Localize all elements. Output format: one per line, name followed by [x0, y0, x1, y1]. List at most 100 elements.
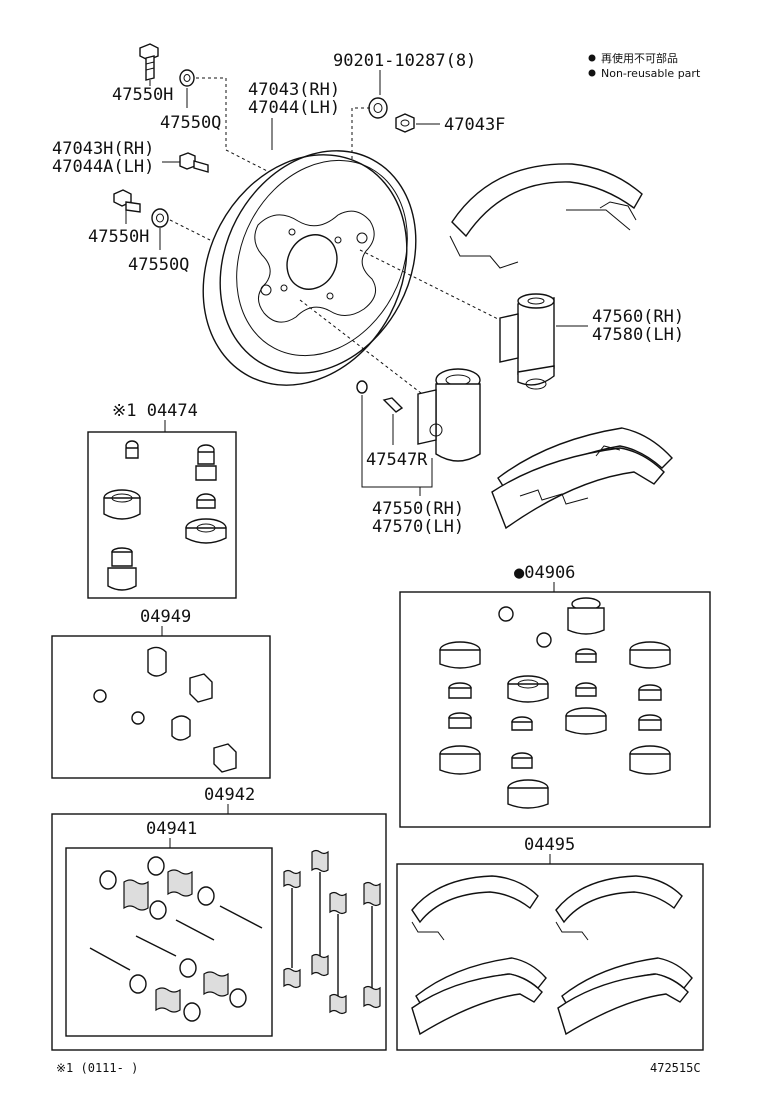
label-04942: 04942 [204, 785, 255, 805]
seal-small-icon [196, 493, 216, 509]
seal-icon [638, 714, 662, 731]
legend-bullet-icon [588, 69, 596, 77]
cup-icon [439, 641, 481, 669]
kit-04495-box [396, 863, 704, 1051]
boot-icon [567, 597, 605, 635]
boot-icon [171, 715, 191, 741]
label-47043h-rh: 47043H(RH) [52, 139, 154, 159]
spring-icon [167, 869, 193, 897]
cap-icon [498, 606, 514, 622]
washer-icon [147, 856, 165, 876]
cup-icon [507, 779, 549, 809]
seal-icon [448, 682, 472, 699]
spring-icon [311, 849, 329, 873]
spring-icon [311, 953, 329, 977]
pin-icon [89, 947, 131, 971]
spring-icon [203, 971, 229, 997]
brake-shoe-detail [411, 921, 445, 941]
legend-jp: 再使用不可部品 [601, 51, 678, 65]
brake-backing-plate [202, 150, 417, 386]
spring-icon [363, 985, 381, 1009]
seal-icon [575, 648, 597, 663]
washer-icon [129, 974, 147, 994]
brake-shoe-upper [449, 163, 643, 269]
bolt-47043h-icon [179, 152, 209, 173]
brake-shoe-icon [411, 973, 543, 1036]
washer-icon [179, 958, 197, 978]
pin-icon [175, 919, 215, 941]
label-47550h-bottom: 47550H [88, 227, 149, 247]
brake-shoe-detail [555, 921, 589, 941]
piston-icon [507, 675, 549, 703]
label-04474: ※1 04474 [112, 401, 198, 421]
spring-icon [123, 879, 149, 911]
boot-icon [147, 646, 167, 677]
label-04495: 04495 [524, 835, 575, 855]
label-04906: ●04906 [514, 563, 575, 583]
label-04949: 04949 [140, 607, 191, 627]
bracket-line [361, 395, 433, 488]
washer-icon [183, 1002, 201, 1022]
seal-icon [575, 682, 597, 697]
dashed-leader [169, 219, 211, 241]
kit-04495-shoes [411, 875, 693, 1036]
pin-icon [135, 935, 177, 957]
nut-47043f-icon [395, 113, 415, 133]
washer-47550q-bottom-icon [151, 208, 169, 228]
seal-icon [448, 712, 472, 729]
kit-04949-box [51, 635, 271, 779]
label-47550q-top: 47550Q [160, 113, 221, 133]
kit-04941-parts [89, 856, 263, 1022]
cup-icon [439, 745, 481, 775]
kit-04942-box [51, 813, 387, 1051]
kit-04906-box [399, 591, 711, 828]
dashed-leader [359, 249, 501, 321]
washer-90201-icon [368, 97, 388, 119]
bolt-47550h-top-icon [139, 43, 159, 81]
legend-bullet-icon [588, 54, 596, 62]
spring-icon [283, 869, 301, 889]
label-47580-lh: 47580(LH) [592, 325, 684, 345]
kit-04942-springs [283, 849, 381, 1015]
washer-icon [99, 870, 117, 890]
boot-icon [185, 518, 227, 544]
washer-47550q-top-icon [179, 69, 195, 87]
footer-note: ※1 (0111- ) [56, 1061, 138, 1075]
bleeder-plug-icon [195, 444, 217, 481]
cup-icon [565, 707, 607, 735]
kit-04474-parts [103, 440, 227, 591]
bleeder-screw-icon [382, 397, 404, 413]
seal-icon [511, 752, 533, 769]
kit-04474-box [87, 431, 237, 599]
brake-shoe-icon [555, 875, 683, 924]
wheel-cylinder-47560 [499, 293, 555, 390]
label-47043f: 47043F [444, 115, 505, 135]
spring-icon [155, 987, 181, 1013]
cap-icon [189, 673, 213, 703]
piston-icon [107, 547, 137, 591]
brake-shoe-icon [411, 875, 539, 924]
brake-shoe-icon [557, 973, 689, 1036]
cap-icon [536, 632, 552, 648]
cap-icon [125, 440, 139, 459]
pin-icon [219, 905, 263, 929]
legend-en: Non-reusable part [601, 67, 701, 80]
bolt-47550h-bottom-icon [113, 189, 141, 213]
plug-icon [93, 689, 107, 703]
label-47570-lh: 47570(LH) [372, 517, 464, 537]
plug-icon [131, 711, 145, 725]
kit-04906-parts [439, 597, 671, 809]
cup-icon [629, 641, 671, 669]
label-47550-rh: 47550(RH) [372, 499, 464, 519]
washer-icon [229, 988, 247, 1008]
washer-icon [197, 886, 215, 906]
label-47044-lh: 47044(LH) [248, 98, 340, 118]
bleeder-cap-icon [356, 380, 368, 394]
label-47547r: 47547R [366, 450, 428, 470]
seal-icon [511, 716, 533, 731]
cap-icon [213, 743, 237, 773]
kit-04941-box [65, 847, 273, 1037]
kit-04949-parts [93, 646, 237, 773]
label-47560-rh: 47560(RH) [592, 307, 684, 327]
